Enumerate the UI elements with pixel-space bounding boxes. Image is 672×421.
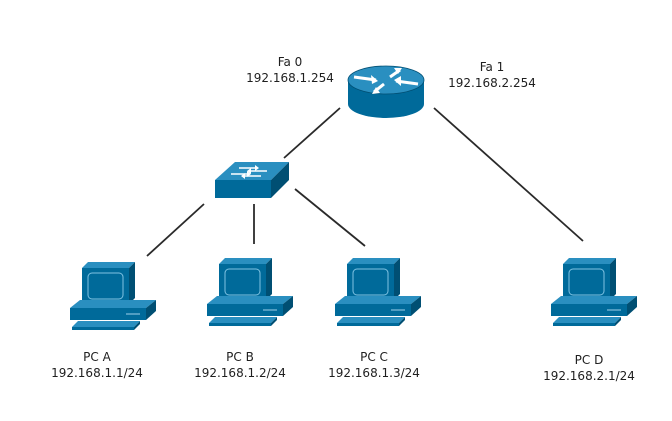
pc-c-label: PC C 192.168.1.3/24 <box>319 349 429 381</box>
link-router-pc-d <box>433 107 584 242</box>
pc-a-name: PC A <box>83 350 111 364</box>
pc-c-name: PC C <box>360 350 388 364</box>
pc-a-label: PC A 192.168.1.1/24 <box>42 349 152 381</box>
pc-d-icon <box>550 257 638 327</box>
switch-icon <box>215 162 289 198</box>
pc-d-name: PC D <box>574 353 604 367</box>
router-fa0-label: Fa 0 192.168.1.254 <box>240 54 340 86</box>
pc-a-ip: 192.168.1.1/24 <box>51 366 143 380</box>
pc-c-icon <box>334 257 422 327</box>
pc-b-ip: 192.168.1.2/24 <box>194 366 286 380</box>
fa0-name: Fa 0 <box>277 55 303 69</box>
link-switch-pc-a <box>146 203 205 257</box>
fa1-name: Fa 1 <box>479 60 505 74</box>
pc-b-icon <box>206 257 294 327</box>
fa1-ip: 192.168.2.254 <box>448 76 536 90</box>
pc-b-name: PC B <box>226 350 254 364</box>
pc-b-label: PC B 192.168.1.2/24 <box>185 349 295 381</box>
link-switch-pc-c <box>294 188 366 247</box>
router-fa1-label: Fa 1 192.168.2.254 <box>442 59 542 91</box>
link-switch-router <box>283 107 341 159</box>
router-icon <box>347 65 425 118</box>
pc-a-icon <box>69 261 157 331</box>
pc-d-ip: 192.168.2.1/24 <box>543 369 635 383</box>
pc-c-ip: 192.168.1.3/24 <box>328 366 420 380</box>
pc-d-label: PC D 192.168.2.1/24 <box>534 352 644 384</box>
fa0-ip: 192.168.1.254 <box>246 71 334 85</box>
